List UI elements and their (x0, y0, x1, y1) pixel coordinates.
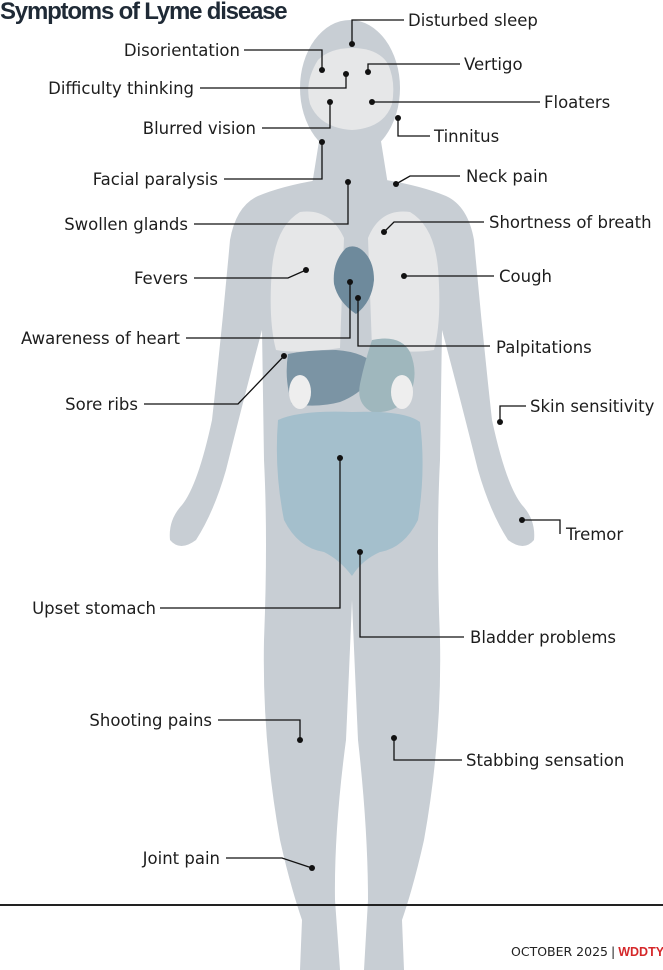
label-skin-sensitivity: Skin sensitivity (530, 397, 655, 416)
label-blurred-vision: Blurred vision (143, 119, 256, 138)
folio-separator: | (611, 944, 615, 959)
label-difficulty-thinking: Difficulty thinking (48, 79, 194, 98)
label-swollen-glands: Swollen glands (64, 215, 188, 234)
brand-name: WDDTY (618, 945, 663, 959)
label-upset-stomach: Upset stomach (32, 599, 156, 618)
label-floaters: Floaters (544, 93, 610, 112)
label-cough: Cough (499, 267, 552, 286)
label-neck-pain: Neck pain (466, 167, 548, 186)
label-tremor: Tremor (565, 525, 623, 544)
label-joint-pain: Joint pain (142, 849, 220, 868)
label-stabbing-sensation: Stabbing sensation (466, 751, 624, 770)
label-fevers: Fevers (134, 269, 188, 288)
label-shooting-pains: Shooting pains (89, 711, 212, 730)
label-awareness-of-heart: Awareness of heart (21, 329, 180, 348)
footer-rule (0, 904, 663, 906)
label-palpitations: Palpitations (496, 338, 592, 357)
label-facial-paralysis: Facial paralysis (93, 170, 218, 189)
label-disturbed-sleep: Disturbed sleep (408, 11, 538, 30)
issue-date: OCTOBER 2025 (511, 944, 608, 959)
page-folio: OCTOBER 2025|WDDTY 41 (511, 944, 663, 959)
left-kidney (289, 375, 311, 409)
label-vertigo: Vertigo (464, 55, 523, 74)
label-tinnitus: Tinnitus (433, 127, 499, 146)
label-shortness-of-breath: Shortness of breath (489, 213, 652, 232)
label-sore-ribs: Sore ribs (65, 395, 138, 414)
label-disorientation: Disorientation (124, 41, 240, 60)
label-bladder-problems: Bladder problems (470, 628, 616, 647)
brain (308, 48, 393, 130)
right-kidney (391, 375, 413, 409)
